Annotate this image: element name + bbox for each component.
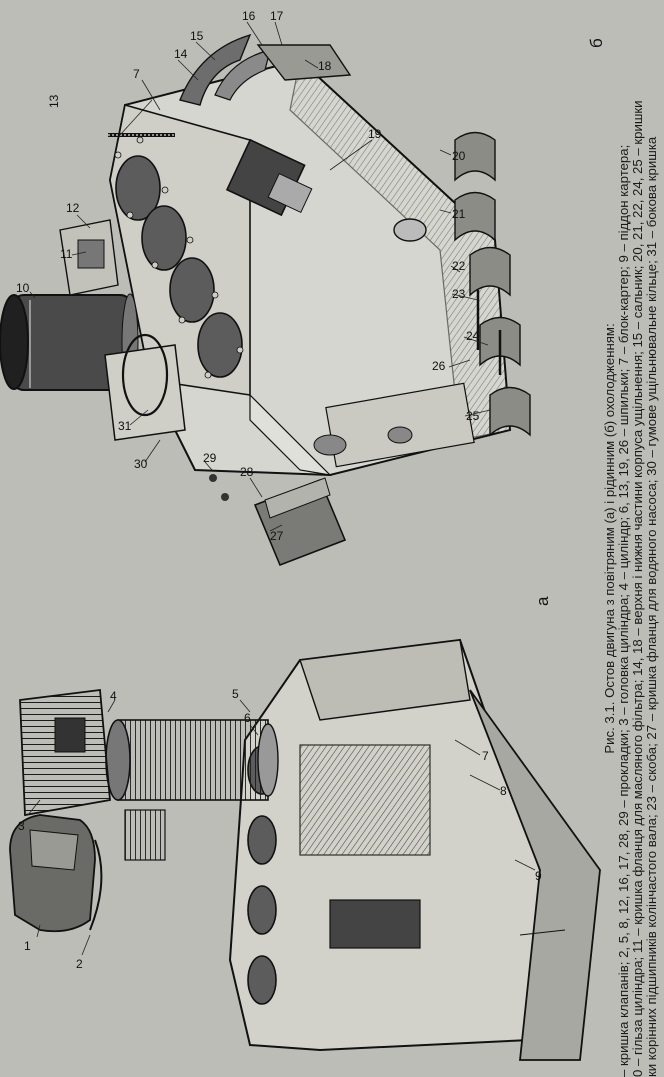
caption-line-3: ки корінних підшипників колінчастого вал… [644, 136, 659, 1077]
finned-cylinder-4 [105, 719, 279, 801]
callout-31: 31 [118, 419, 132, 433]
callout-20: 20 [452, 149, 466, 163]
callout-a-9: 9 [535, 869, 542, 883]
callout-14: 14 [174, 47, 188, 61]
caption-title: Рис. 3.1. Остов двигуна з повітряним (а)… [603, 323, 617, 754]
callout-27: 27 [270, 529, 284, 543]
callout-13: 13 [47, 94, 61, 108]
callout-26: 26 [432, 359, 446, 373]
subfigure-label-a: а [533, 596, 552, 606]
callout-12: 12 [66, 201, 80, 215]
callout-7: 7 [133, 67, 140, 81]
bearing-caps-b [454, 131, 531, 437]
callout-a-2: 2 [76, 957, 83, 971]
callout-30: 30 [134, 457, 148, 471]
callout-a-7: 7 [482, 749, 489, 763]
callout-15: 15 [190, 29, 204, 43]
caption-line-2: 0 – гільза циліндра; 11 – кришка фланця … [630, 100, 645, 1077]
callout-23: 23 [452, 287, 466, 301]
figure-a-drawing [9, 638, 601, 1061]
callout-a-6: 6 [244, 711, 251, 725]
callouts-figure-b: 7 13 14 15 16 17 18 19 20 21 22 23 24 26… [16, 9, 480, 543]
callout-22: 22 [452, 259, 466, 273]
callout-18: 18 [318, 59, 332, 73]
subfigure-label-b: б [587, 38, 606, 48]
callouts-figure-a: 1 2 3 4 5 6 7 8 9 [18, 687, 542, 971]
figure-caption-column: Рис. 3.1. Остов двигуна з повітряним (а)… [603, 0, 663, 1077]
callout-29: 29 [203, 451, 217, 465]
callout-17: 17 [270, 9, 284, 23]
leader-lines [27, 21, 536, 956]
callout-a-1: 1 [24, 939, 31, 953]
callout-a-3: 3 [18, 819, 25, 833]
callout-21: 21 [452, 207, 466, 221]
callout-11: 11 [60, 247, 73, 261]
callout-25: 25 [466, 409, 480, 423]
figure-b-drawing [0, 33, 531, 567]
callout-a-8: 8 [500, 784, 507, 798]
figure-caption: Рис. 3.1. Остов двигуна з повітряним (а)… [603, 0, 663, 1077]
callout-24: 24 [466, 329, 480, 343]
cylinder-head-3 [19, 688, 111, 817]
callout-16: 16 [242, 9, 256, 23]
cylinder-bores-b [115, 155, 243, 378]
callout-28: 28 [240, 465, 254, 479]
callout-a-4: 4 [110, 689, 117, 703]
caption-line-1: – кришка клапанів; 2, 5, 8, 12, 16, 17, … [616, 144, 631, 1077]
callout-a-5: 5 [232, 687, 239, 701]
callout-10: 10 [16, 281, 30, 295]
valve-cover-1 [9, 814, 96, 933]
callout-19: 19 [368, 127, 382, 141]
oil-pan-9 [469, 689, 601, 1061]
